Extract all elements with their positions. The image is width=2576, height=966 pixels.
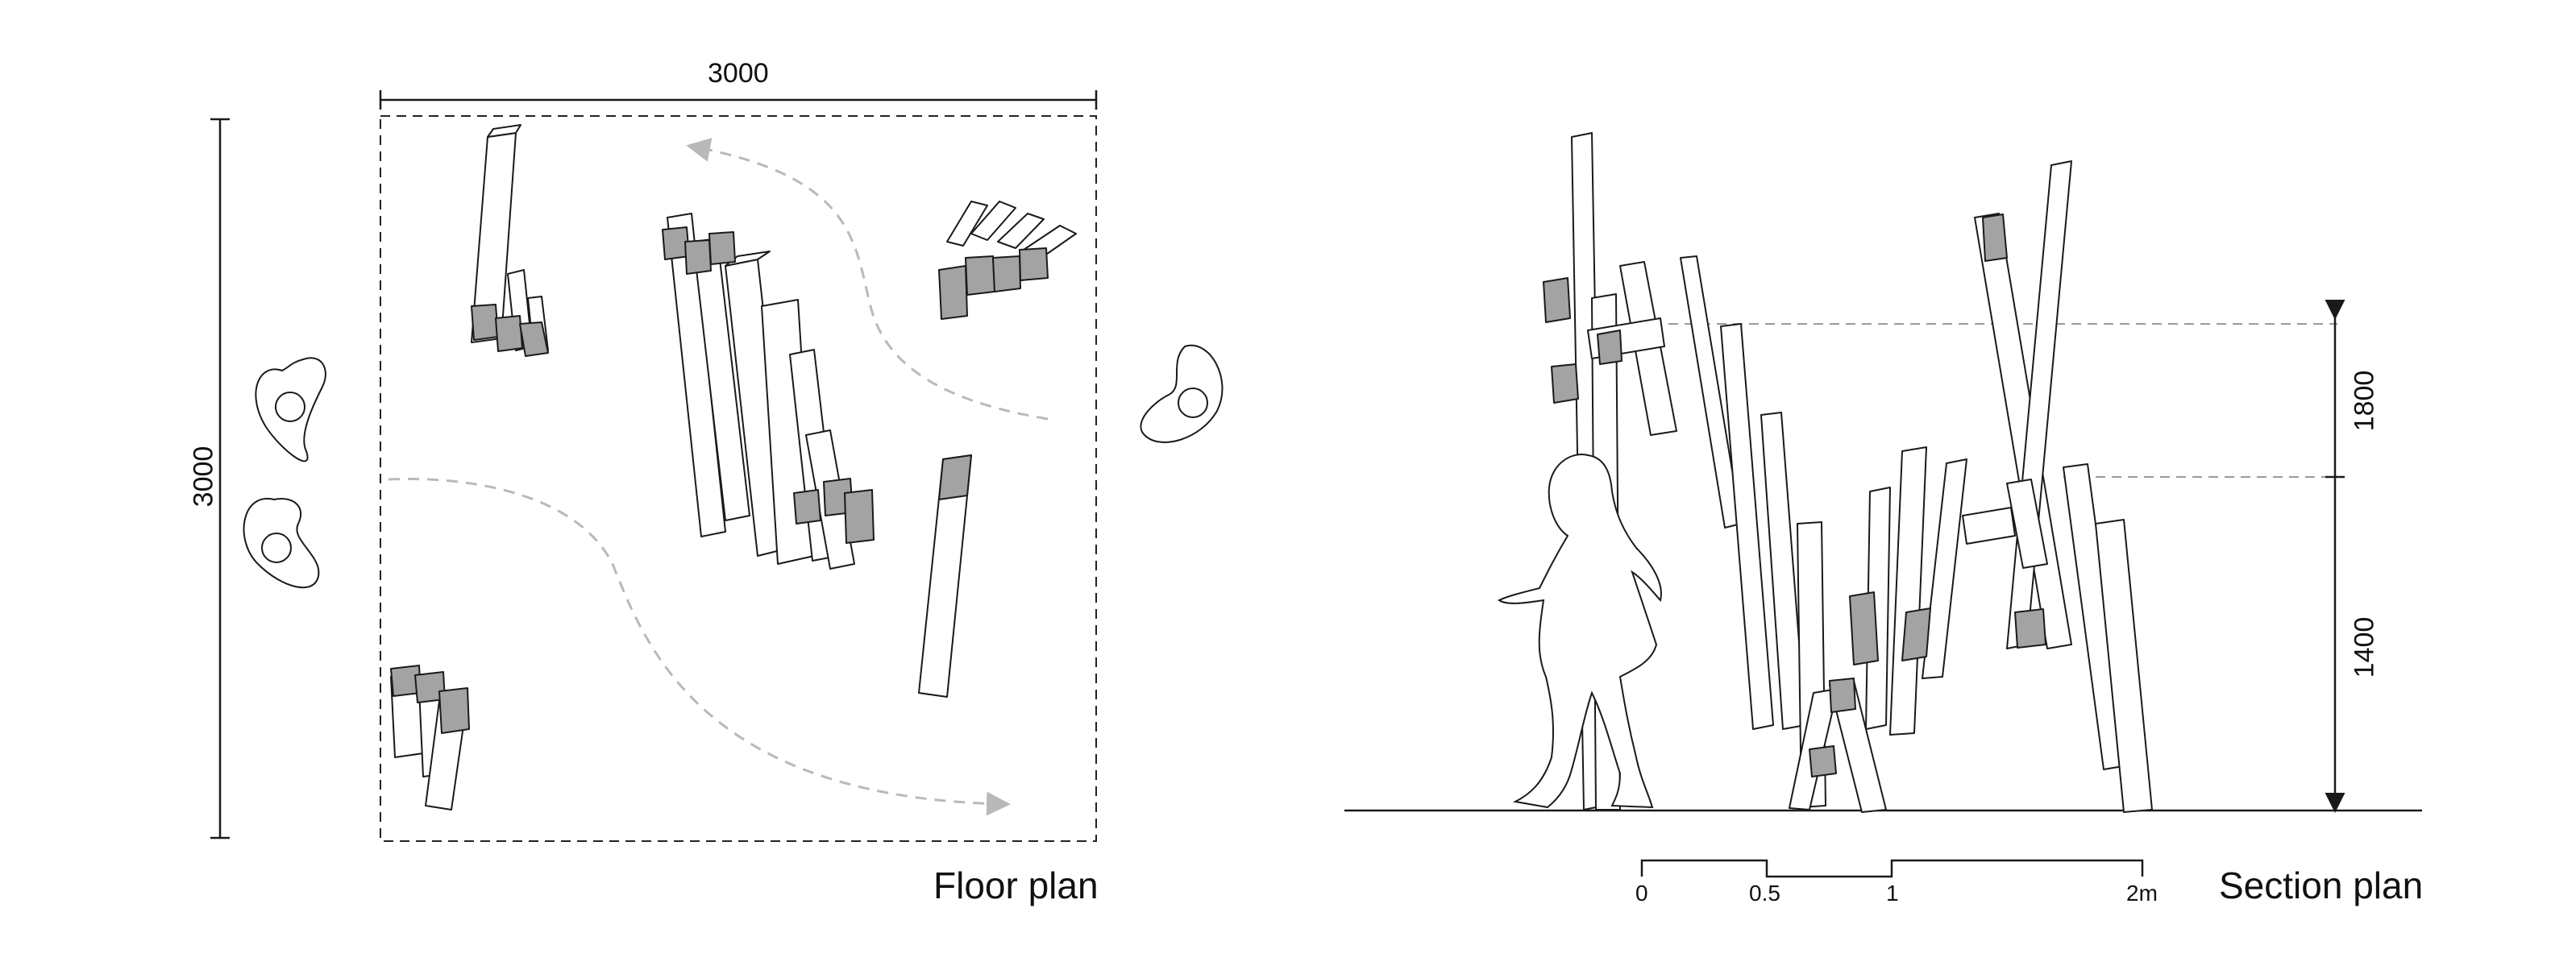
scale-tick-1: 1 xyxy=(1886,881,1899,906)
visitor-topview-left-upper xyxy=(255,357,326,462)
person-silhouette xyxy=(1498,454,1662,809)
section-plan xyxy=(1344,132,2422,878)
depth-dimension-line xyxy=(210,118,230,840)
scale-bar xyxy=(1640,859,2144,878)
circulation-path-lower xyxy=(388,478,1011,816)
timber-cluster-center xyxy=(662,213,875,570)
timber-cluster-top-left xyxy=(471,124,549,357)
scale-tick-2m: 2m xyxy=(2126,881,2158,906)
section-plan-caption: Section plan xyxy=(2219,864,2424,906)
timber-cluster-bottom-left xyxy=(390,665,470,811)
timber-beam-right xyxy=(918,454,972,698)
height-dimension-line xyxy=(2325,300,2345,813)
visitor-topview-right xyxy=(1140,344,1224,443)
scale-tick-0: 0 xyxy=(1635,881,1648,906)
timber-members-elevation xyxy=(1543,132,2153,813)
timber-cluster-top-right xyxy=(938,201,1077,320)
width-dimension-label: 3000 xyxy=(708,58,769,89)
visitor-topview-left-lower xyxy=(243,497,320,589)
floor-plan-caption: Floor plan xyxy=(933,864,1099,906)
scale-tick-0-5: 0.5 xyxy=(1749,881,1780,906)
circulation-path-upper xyxy=(686,138,1049,421)
lower-height-label: 1400 xyxy=(2349,616,2380,678)
floor-plan xyxy=(210,90,1224,842)
depth-dimension-label: 3000 xyxy=(188,446,219,508)
upper-height-label: 1800 xyxy=(2349,370,2380,432)
width-dimension-line xyxy=(379,90,1098,110)
site-boundary xyxy=(380,115,1097,842)
